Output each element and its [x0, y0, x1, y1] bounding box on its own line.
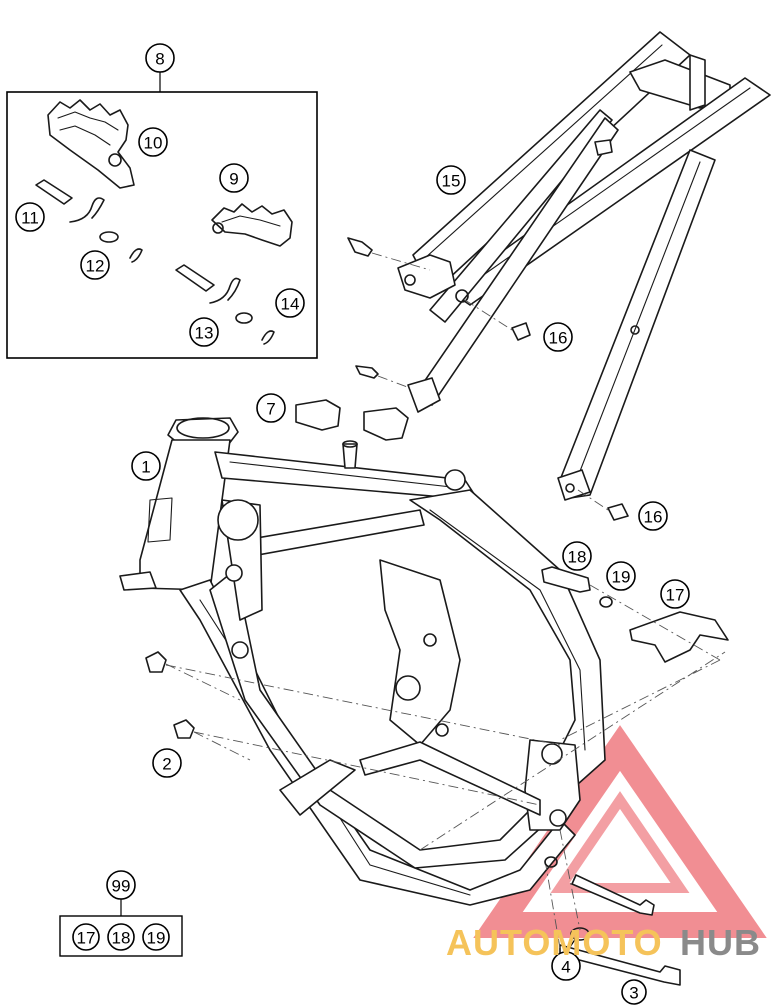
callout-7-label: 7 — [266, 400, 275, 419]
callout-18-label: 18 — [568, 548, 587, 567]
callout-12-label: 12 — [86, 257, 105, 276]
callout-4-label: 4 — [561, 958, 570, 977]
footpeg-hardware — [35, 179, 275, 345]
callout-10: 10 — [138, 127, 168, 157]
callout-99-label: 99 — [112, 877, 131, 896]
kit-item-17: 17 — [77, 929, 96, 948]
callout-3-label: 3 — [629, 984, 638, 1003]
chain-guides — [295, 399, 409, 441]
kit-item-19: 19 — [147, 929, 166, 948]
footpeg-left — [47, 99, 135, 189]
callout-9-label: 9 — [229, 170, 238, 189]
callout-16-lower-label: 16 — [644, 508, 663, 527]
assembly-lines — [165, 651, 726, 851]
callout-2: 2 — [152, 748, 182, 778]
main-frame — [119, 417, 606, 906]
callout-8-label: 8 — [155, 50, 164, 69]
subframe-bolts — [347, 237, 629, 521]
callout-3: 3 — [621, 979, 647, 1005]
subframe — [397, 31, 771, 501]
callout-1: 1 — [131, 451, 161, 481]
kit-99-group: 99 17 18 19 — [59, 870, 183, 957]
kit-99-box — [59, 915, 183, 957]
kit-item-18: 18 — [112, 929, 131, 948]
callout-15: 15 — [436, 165, 466, 195]
callout-4: 4 — [551, 937, 581, 981]
callout-2-label: 2 — [162, 755, 171, 774]
callout-14-label: 14 — [281, 295, 300, 314]
callout-8: 8 — [145, 43, 175, 92]
watermark-text: AUTOMOTO HUB — [446, 922, 761, 963]
callout-16-upper: 16 — [543, 322, 573, 352]
callout-16-lower: 16 — [638, 501, 668, 531]
callout-16-upper-label: 16 — [549, 329, 568, 348]
callout-17-label: 17 — [666, 586, 685, 605]
callout-9: 9 — [219, 163, 249, 193]
callout-17: 17 — [660, 579, 690, 609]
callout-13: 13 — [189, 317, 219, 347]
watermark-word-automoto: AUTOMOTO — [446, 922, 663, 963]
callout-12: 12 — [80, 250, 110, 280]
callout-1-label: 1 — [141, 458, 150, 477]
callout-18: 18 — [562, 541, 592, 571]
watermark-word-hub: HUB — [680, 922, 761, 963]
callout-11-label: 11 — [21, 209, 39, 228]
callout-11: 11 — [15, 202, 45, 232]
footpeg-group-box — [6, 91, 318, 359]
callout-19: 19 — [606, 561, 636, 591]
callout-14: 14 — [275, 288, 305, 318]
sidestand-parts — [541, 566, 729, 741]
footpeg-right — [211, 203, 293, 247]
callout-13-label: 13 — [195, 324, 214, 343]
callout-7: 7 — [256, 393, 286, 423]
callout-15-label: 15 — [442, 172, 461, 191]
callout-10-label: 10 — [144, 134, 163, 153]
callout-19-label: 19 — [612, 568, 631, 587]
